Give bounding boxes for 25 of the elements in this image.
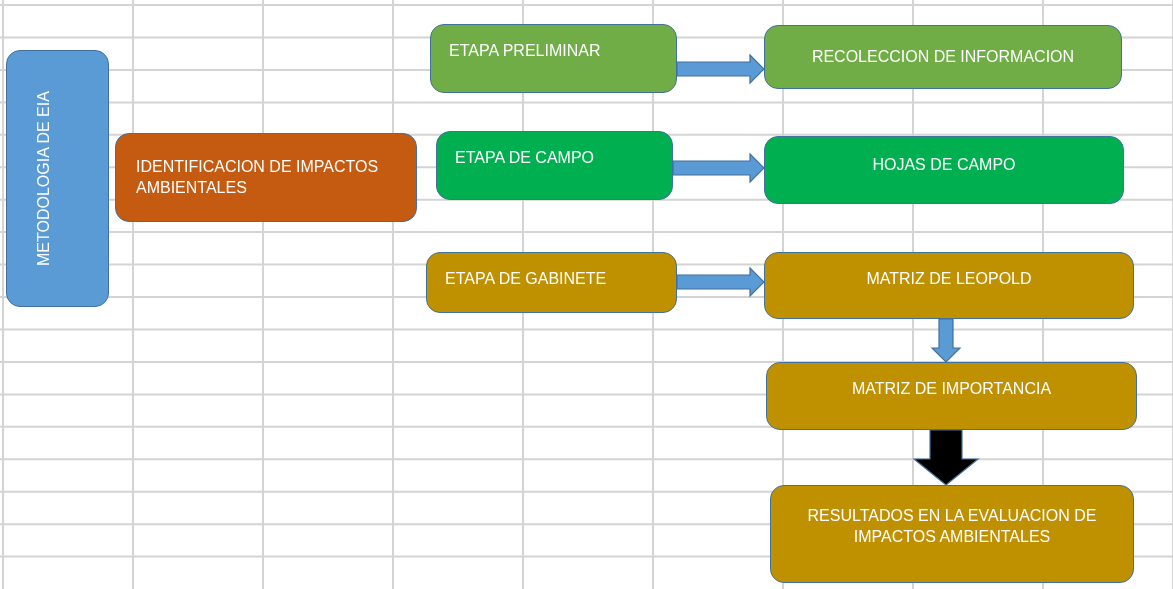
node-label: RECOLECCION DE INFORMACION bbox=[811, 46, 1075, 67]
node-label: MATRIZ DE IMPORTANCIA bbox=[851, 379, 1052, 399]
block-arrow bbox=[912, 429, 980, 486]
process-box bbox=[766, 362, 1137, 430]
node-label: ETAPA PRELIMINAR bbox=[449, 41, 601, 61]
node-label: METODOLOGIA DE EIA bbox=[33, 90, 53, 268]
block-arrow bbox=[930, 318, 962, 363]
process-box bbox=[764, 25, 1122, 89]
block-arrow bbox=[676, 53, 765, 85]
node-label: MATRIZ DE LEOPOLD bbox=[866, 269, 1032, 289]
block-arrow bbox=[676, 266, 765, 298]
process-box bbox=[764, 136, 1124, 204]
process-box bbox=[115, 133, 417, 222]
node-label: IDENTIFICACION DE IMPACTOS AMBIENTALES bbox=[136, 156, 380, 198]
process-box bbox=[764, 252, 1134, 319]
process-box bbox=[436, 131, 673, 200]
method-box bbox=[6, 50, 109, 307]
node-label: ETAPA DE GABINETE bbox=[445, 269, 607, 289]
process-box bbox=[426, 252, 677, 313]
node-label: RESULTADOS EN LA EVALUACION DE IMPACTOS AMBIENTALES bbox=[806, 506, 1098, 547]
process-box bbox=[430, 24, 677, 93]
process-box bbox=[770, 485, 1134, 583]
block-arrow bbox=[672, 152, 765, 184]
node-label: ETAPA DE CAMPO bbox=[455, 148, 594, 168]
node-label: HOJAS DE CAMPO bbox=[872, 155, 1016, 175]
